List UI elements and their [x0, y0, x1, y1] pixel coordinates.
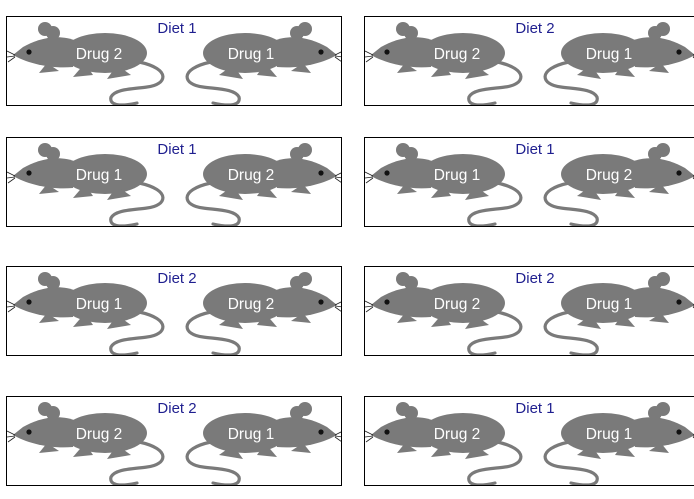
mouse-icon — [185, 143, 341, 226]
mouse-icon — [365, 143, 523, 226]
diet-label: Diet 2 — [515, 20, 555, 37]
drug-label: Drug 1 — [76, 167, 123, 184]
diet-label: Diet 1 — [157, 141, 197, 158]
mouse-icon — [7, 143, 165, 226]
right-mouse: Drug 1 — [185, 22, 341, 105]
right-mouse: Drug 2 — [185, 143, 341, 226]
drug-label: Drug 2 — [434, 46, 481, 63]
diet-label: Diet 2 — [157, 270, 197, 287]
drug-label: Drug 2 — [228, 296, 275, 313]
drug-label: Drug 1 — [586, 46, 633, 63]
left-mouse: Drug 2 — [365, 22, 523, 105]
right-mouse: Drug 1 — [543, 272, 694, 355]
diet-label: Diet 2 — [515, 270, 555, 287]
cage-panel: Drug 2 Drug 1 Diet 2 — [364, 16, 694, 106]
mouse-icon — [185, 402, 341, 485]
drug-label: Drug 2 — [76, 46, 123, 63]
diet-label: Diet 1 — [515, 141, 555, 158]
right-mouse: Drug 1 — [185, 402, 341, 485]
left-mouse: Drug 2 — [7, 22, 165, 105]
mouse-icon — [7, 22, 165, 105]
cage-panel: Drug 2 Drug 1 Diet 2 — [364, 266, 694, 356]
mouse-icon — [543, 402, 694, 485]
mouse-icon — [185, 272, 341, 355]
mouse-icon — [543, 143, 694, 226]
drug-label: Drug 1 — [228, 426, 275, 443]
left-mouse: Drug 1 — [7, 143, 165, 226]
drug-label: Drug 1 — [76, 296, 123, 313]
cage-panel: Drug 1 Drug 2 Diet 1 — [6, 137, 342, 227]
right-mouse: Drug 1 — [543, 402, 694, 485]
cage-panel: Drug 1 Drug 2 Diet 2 — [6, 266, 342, 356]
diet-label: Diet 1 — [515, 400, 555, 417]
mouse-icon — [365, 272, 523, 355]
cage-panel: Drug 2 Drug 1 Diet 1 — [364, 396, 694, 486]
left-mouse: Drug 1 — [7, 272, 165, 355]
drug-label: Drug 1 — [586, 296, 633, 313]
mouse-icon — [365, 402, 523, 485]
diet-label: Diet 2 — [157, 400, 197, 417]
right-mouse: Drug 2 — [543, 143, 694, 226]
drug-label: Drug 2 — [434, 296, 481, 313]
diet-label: Diet 1 — [157, 20, 197, 37]
mouse-icon — [185, 22, 341, 105]
cage-panel: Drug 2 Drug 1 Diet 1 — [6, 16, 342, 106]
right-mouse: Drug 2 — [185, 272, 341, 355]
cage-panel: Drug 1 Drug 2 Diet 1 — [364, 137, 694, 227]
drug-label: Drug 1 — [434, 167, 481, 184]
drug-label: Drug 1 — [228, 46, 275, 63]
left-mouse: Drug 2 — [365, 402, 523, 485]
mouse-icon — [7, 272, 165, 355]
drug-label: Drug 2 — [434, 426, 481, 443]
left-mouse: Drug 2 — [365, 272, 523, 355]
drug-label: Drug 2 — [228, 167, 275, 184]
drug-label: Drug 2 — [586, 167, 633, 184]
mouse-icon — [543, 272, 694, 355]
mouse-icon — [543, 22, 694, 105]
drug-label: Drug 2 — [76, 426, 123, 443]
cage-panel: Drug 2 Drug 1 Diet 2 — [6, 396, 342, 486]
left-mouse: Drug 1 — [365, 143, 523, 226]
right-mouse: Drug 1 — [543, 22, 694, 105]
left-mouse: Drug 2 — [7, 402, 165, 485]
drug-label: Drug 1 — [586, 426, 633, 443]
mouse-icon — [365, 22, 523, 105]
mouse-icon — [7, 402, 165, 485]
